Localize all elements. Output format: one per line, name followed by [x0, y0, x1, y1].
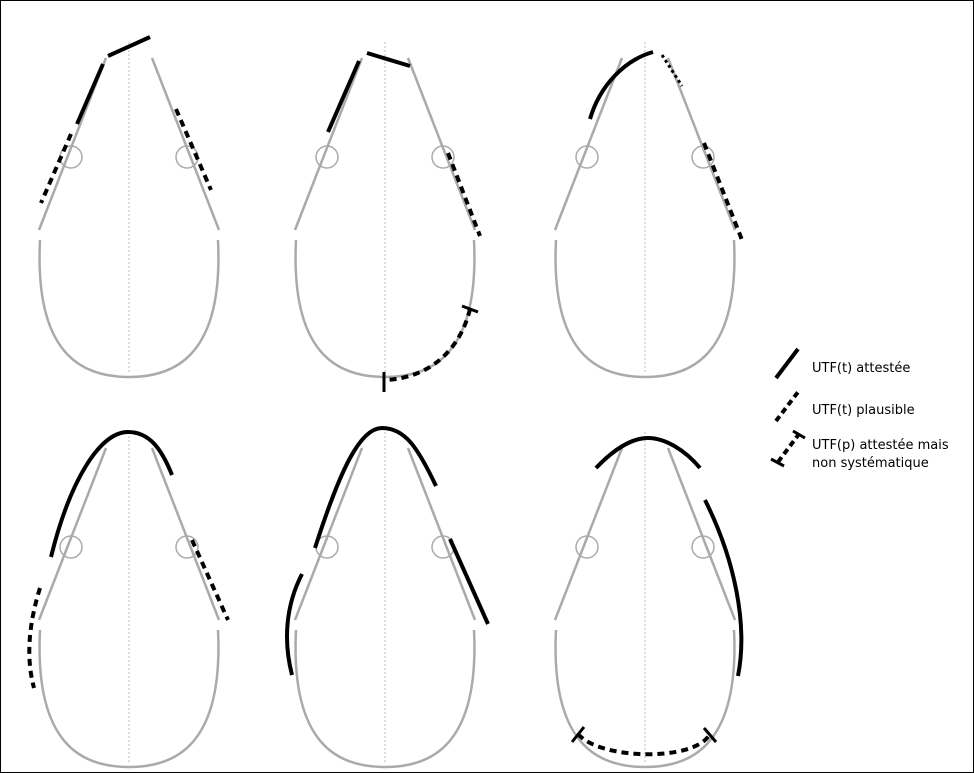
skull-1-plausible-mark-left — [41, 134, 71, 203]
legend-item-attested: UTF(t) attestée — [776, 349, 910, 378]
skull-2-partial-mark-bottom — [385, 309, 470, 380]
skull-4 — [39, 432, 219, 767]
skull-6 — [555, 432, 735, 767]
skull-2 — [295, 42, 475, 377]
legend-label-partial-line1: UTF(p) attestée mais — [812, 438, 949, 453]
skull-1-plausible-mark-right — [176, 109, 211, 190]
legend-symbol-plausible — [776, 392, 798, 421]
legend: UTF(t) attestée UTF(t) plausible UTF(p) … — [771, 349, 949, 471]
skull-5-attested-mark-top — [315, 428, 436, 548]
skull-2-attested-mark-top — [367, 53, 410, 66]
skull-1 — [39, 42, 219, 377]
skull-5-attested-mark-right — [450, 539, 488, 624]
skull-3 — [555, 42, 735, 377]
skull-6-partial-mark-bottom — [578, 734, 710, 754]
skull-2-attested-mark-left — [328, 61, 359, 132]
legend-label-partial-line2: non systématique — [812, 456, 929, 471]
skull-5-attested-mark-left — [287, 574, 302, 675]
skull-5 — [295, 432, 475, 767]
legend-item-partial: UTF(p) attestée mais non systématique — [771, 431, 949, 471]
skull-1-attested-mark-top — [108, 37, 150, 56]
skull-2-plausible-mark-right — [448, 153, 480, 236]
skull-6-attested-mark-top — [596, 438, 700, 468]
legend-label-plausible: UTF(t) plausible — [812, 403, 915, 418]
skull-4-plausible-mark-right — [192, 540, 228, 620]
skull-3-plausible-mark-right — [704, 143, 742, 240]
legend-symbol-partial — [778, 434, 799, 462]
legend-symbol-attested — [776, 349, 798, 378]
legend-label-attested: UTF(t) attestée — [812, 361, 910, 376]
skull-4-plausible-mark-left — [29, 588, 40, 688]
skull-3-plausible-mark-top-right — [662, 55, 682, 86]
skull-1-marks — [41, 37, 211, 203]
skull-6-marks — [572, 438, 741, 754]
skull-1-attested-mark-left — [77, 64, 103, 124]
skull-3-marks — [590, 52, 742, 240]
legend-item-plausible: UTF(t) plausible — [776, 392, 915, 421]
